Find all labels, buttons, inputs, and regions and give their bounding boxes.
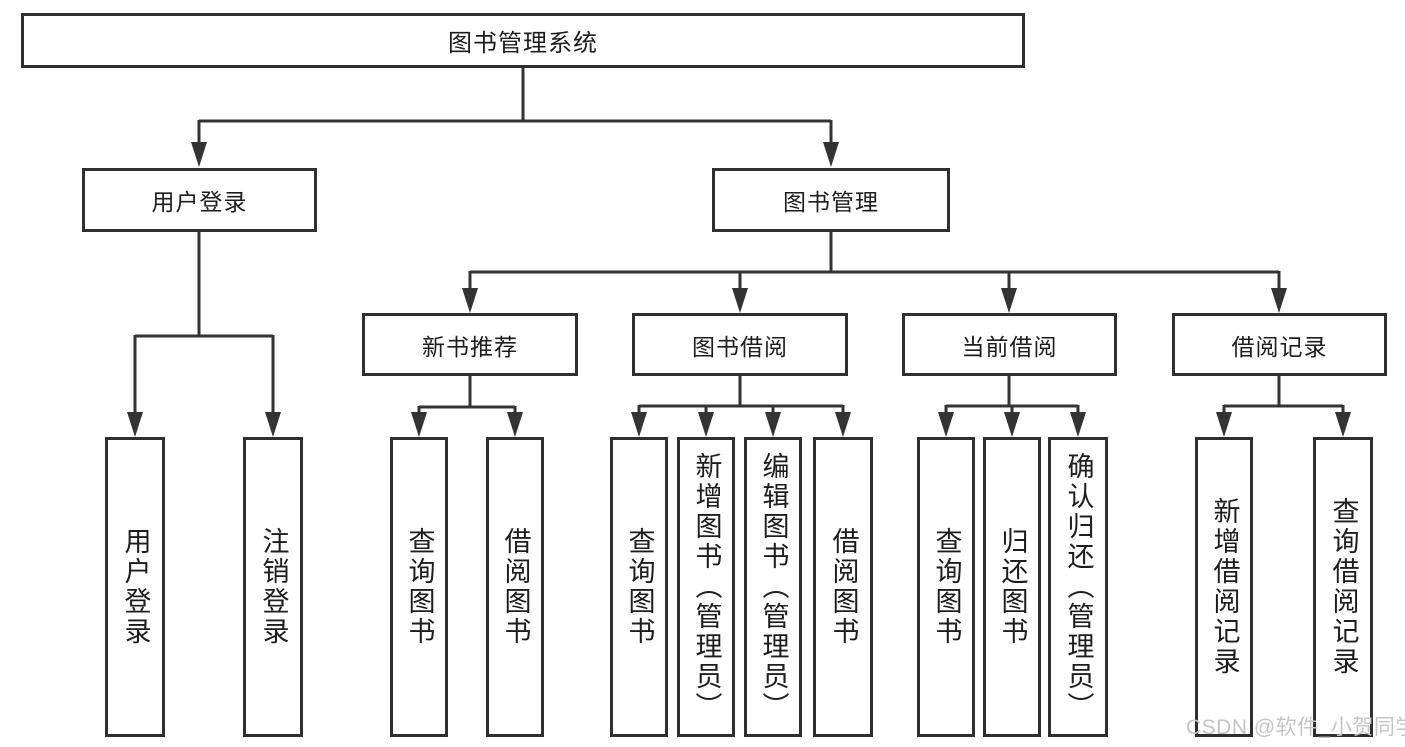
node-user-login: 用户登录 [82,168,317,232]
arrowheads [127,142,1351,437]
leaf-return-books: 归还图书 [983,437,1041,737]
leaf-query-books-recommend: 查询图书 [390,437,448,737]
leaf-label: 借阅图书 [500,527,531,647]
leaf-query-books-borrowing: 查询图书 [610,437,668,737]
leaf-label: 归还图书 [997,527,1028,647]
wire-book-mgmt [468,229,1281,306]
leaf-confirm-return-admin: 确认归还（管理员） [1048,437,1108,737]
wire-borrowing [637,373,845,430]
leaf-query-borrow-record: 查询借阅记录 [1313,437,1373,737]
leaf-label: 确认归还（管理员） [1063,452,1094,722]
wire-user-login [133,229,275,430]
leaf-add-books-admin: 新增图书（管理员） [677,437,735,737]
leaf-user-login: 用户登录 [105,437,165,737]
node-book-management: 图书管理 [712,168,950,232]
node-new-book-recommend: 新书推荐 [362,313,578,376]
node-current-borrowing: 当前借阅 [902,313,1117,376]
node-root: 图书管理系统 [21,13,1025,68]
leaf-label: 查询图书 [931,527,962,647]
leaf-label: 编辑图书（管理员） [758,452,789,722]
wire-root [197,66,833,160]
leaf-query-books-current: 查询图书 [917,437,975,737]
leaf-label: 查询图书 [624,527,655,647]
leaf-label: 用户登录 [120,527,151,647]
leaf-borrow-books-recommend: 借阅图书 [486,437,544,737]
node-borrow-records: 借阅记录 [1172,313,1387,376]
leaf-label: 新增借阅记录 [1209,497,1240,677]
leaf-borrow-books-borrowing: 借阅图书 [813,437,873,737]
leaf-label: 查询借阅记录 [1328,497,1359,677]
wire-records [1222,373,1345,430]
leaf-label: 新增图书（管理员） [691,452,722,722]
leaf-logout: 注销登录 [243,437,303,737]
leaf-edit-books-admin: 编辑图书（管理员） [744,437,802,737]
node-book-borrowing: 图书借阅 [632,313,848,376]
csdn-watermark: CSDN @软件_小贺同学 [1186,716,1405,739]
leaf-label: 借阅图书 [828,527,859,647]
wire-new-book [417,373,517,430]
leaf-label: 注销登录 [258,527,289,647]
leaf-label: 查询图书 [404,527,435,647]
leaf-add-borrow-record: 新增借阅记录 [1195,437,1253,737]
